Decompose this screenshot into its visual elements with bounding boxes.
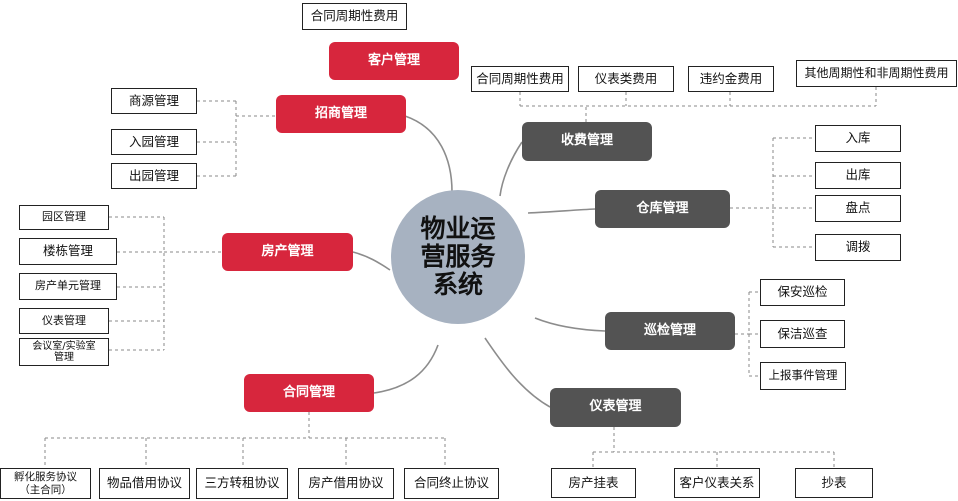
shoufei-item-2[interactable]: 违约金费用 bbox=[688, 66, 774, 92]
center-system-circle: 物业运 营服务 系统 bbox=[391, 190, 525, 324]
module-cangku[interactable]: 仓库管理 bbox=[595, 190, 730, 228]
yibiao-item-0[interactable]: 房产挂表 bbox=[551, 468, 636, 498]
module-shoufei[interactable]: 收费管理 bbox=[522, 122, 652, 161]
fangchan-item-4[interactable]: 会议室/实验室 管理 bbox=[19, 338, 109, 366]
yibiao-item-2[interactable]: 抄表 bbox=[795, 468, 873, 498]
center-title-line-2: 营服务 bbox=[420, 242, 496, 271]
fangchan-item-1[interactable]: 楼栋管理 bbox=[19, 238, 117, 265]
xunjian-item-2[interactable]: 上报事件管理 bbox=[760, 362, 846, 390]
kehu-item-contract-fee[interactable]: 合同周期性费用 bbox=[302, 3, 407, 30]
dash-hetong bbox=[44, 412, 446, 468]
shoufei-item-1[interactable]: 仪表类费用 bbox=[578, 66, 674, 92]
dash-shoufei bbox=[519, 87, 877, 122]
curve-to-xunjian bbox=[534, 317, 606, 332]
fangchan-item-0[interactable]: 园区管理 bbox=[19, 205, 109, 230]
curve-to-shoufei bbox=[499, 141, 523, 197]
shoufei-item-3[interactable]: 其他周期性和非周期性费用 bbox=[796, 60, 957, 87]
module-kehu[interactable]: 客户管理 bbox=[329, 42, 459, 80]
xunjian-item-0[interactable]: 保安巡检 bbox=[760, 279, 845, 306]
xunjian-item-1[interactable]: 保洁巡查 bbox=[760, 320, 845, 348]
curve-to-fangchan bbox=[352, 251, 391, 271]
dash-cangku bbox=[730, 137, 815, 248]
fangchan-item-2[interactable]: 房产单元管理 bbox=[19, 273, 117, 300]
dash-fangchan bbox=[109, 216, 222, 351]
hetong-item-2[interactable]: 三方转租协议 bbox=[196, 468, 288, 499]
center-title-line-1: 物业运 bbox=[420, 214, 496, 243]
dash-zhaoshang bbox=[197, 100, 276, 177]
cangku-item-0[interactable]: 入库 bbox=[815, 125, 901, 152]
center-title-line-3: 系统 bbox=[432, 270, 483, 299]
module-xunjian[interactable]: 巡检管理 bbox=[605, 312, 735, 350]
module-hetong[interactable]: 合同管理 bbox=[244, 374, 374, 412]
module-yibiao[interactable]: 仪表管理 bbox=[550, 388, 681, 427]
zhaoshang-item-2[interactable]: 出园管理 bbox=[111, 163, 197, 189]
hetong-item-3[interactable]: 房产借用协议 bbox=[298, 468, 394, 499]
yibiao-item-1[interactable]: 客户仪表关系 bbox=[674, 468, 760, 498]
curve-to-cangku bbox=[527, 208, 596, 214]
cangku-item-3[interactable]: 调拨 bbox=[815, 234, 901, 261]
dash-yibiao bbox=[592, 427, 835, 468]
shoufei-item-0[interactable]: 合同周期性费用 bbox=[471, 66, 569, 92]
cangku-item-1[interactable]: 出库 bbox=[815, 162, 901, 189]
curve-to-yibiao bbox=[484, 337, 551, 408]
curve-to-hetong bbox=[373, 344, 439, 394]
cangku-item-2[interactable]: 盘点 bbox=[815, 195, 901, 222]
zhaoshang-item-1[interactable]: 入园管理 bbox=[111, 129, 197, 155]
hetong-item-1[interactable]: 物品借用协议 bbox=[99, 468, 190, 499]
dash-xunjian bbox=[735, 291, 760, 377]
zhaoshang-item-0[interactable]: 商源管理 bbox=[111, 88, 197, 114]
curve-to-zhaoshang bbox=[404, 115, 453, 193]
hetong-item-4[interactable]: 合同终止协议 bbox=[404, 468, 499, 499]
hetong-item-0[interactable]: 孵化服务协议 （主合同） bbox=[0, 468, 91, 499]
module-fangchan[interactable]: 房产管理 bbox=[222, 233, 353, 271]
fangchan-item-3[interactable]: 仪表管理 bbox=[19, 308, 109, 334]
module-zhaoshang[interactable]: 招商管理 bbox=[276, 95, 406, 133]
